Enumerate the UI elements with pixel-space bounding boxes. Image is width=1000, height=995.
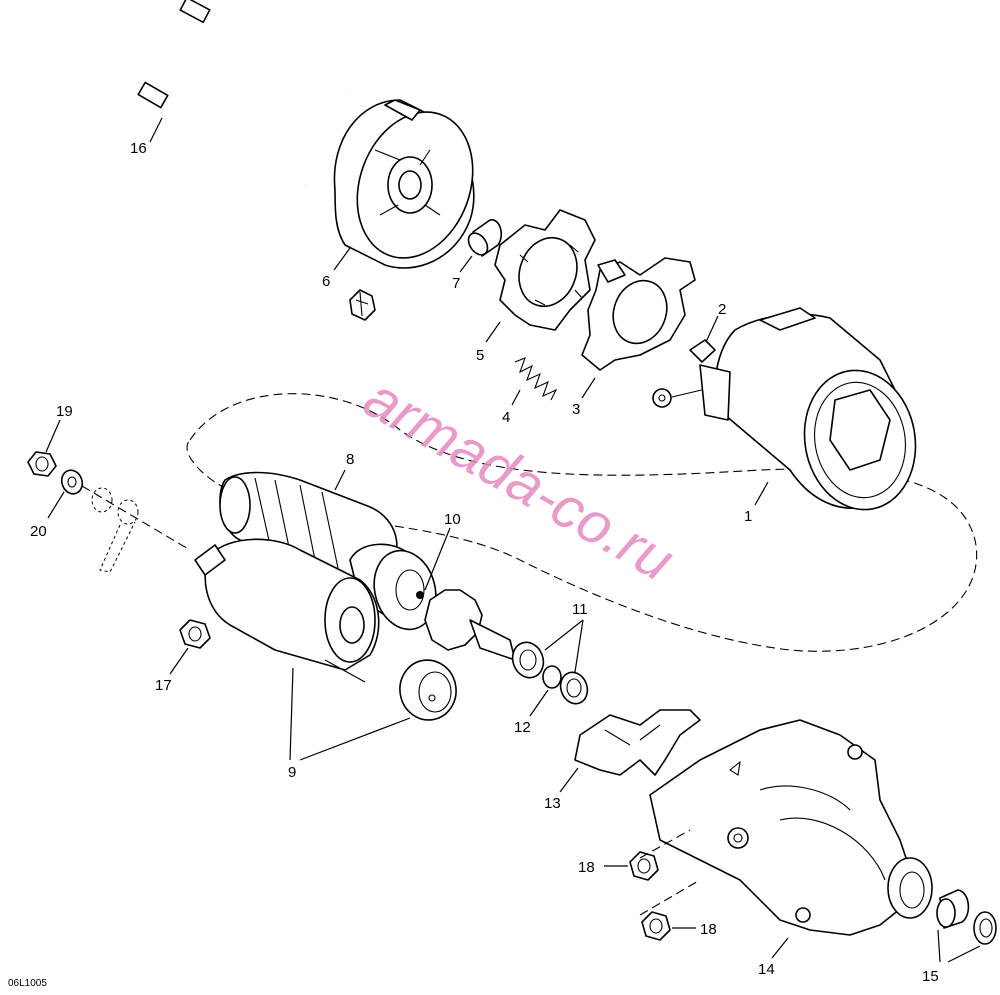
brush-spring <box>514 357 558 401</box>
shift-lever <box>574 709 701 776</box>
callout-11: 11 <box>572 601 588 618</box>
callout-3: 3 <box>572 401 580 418</box>
callout-8: 8 <box>346 451 354 468</box>
yoke-housing <box>699 307 917 511</box>
nut <box>27 451 57 477</box>
callout-14: 14 <box>758 961 775 978</box>
callout-20: 20 <box>30 523 47 540</box>
callout-6: 6 <box>322 273 330 290</box>
housing-nut-lower <box>641 911 671 941</box>
callout-13: 13 <box>544 795 561 812</box>
brush-holder <box>581 257 696 371</box>
through-bolt-upper <box>179 0 351 97</box>
callout-5: 5 <box>476 347 484 364</box>
stop-collar <box>511 641 545 679</box>
housing-nut-upper <box>629 851 659 881</box>
thrust-washer <box>559 671 589 705</box>
callout-15: 15 <box>922 968 939 985</box>
callout-17: 17 <box>155 677 172 694</box>
solenoid-end-cap <box>399 659 457 721</box>
callout-2: 2 <box>718 301 726 318</box>
cable-terminal-ghost <box>91 487 139 573</box>
callout-10: 10 <box>444 511 461 528</box>
housing-seal <box>973 911 997 945</box>
end-cover <box>333 99 475 269</box>
callout-12: 12 <box>514 719 531 736</box>
callout-18-lower: 18 <box>700 921 717 938</box>
callout-18-upper: 18 <box>578 859 595 876</box>
nut-axis-upper <box>639 829 691 859</box>
callout-4: 4 <box>502 409 510 426</box>
pinion-clutch <box>373 549 516 661</box>
assembly-path-dashed <box>186 393 978 652</box>
washer <box>60 469 84 495</box>
leader-lines <box>45 117 981 963</box>
solenoid-nut <box>179 619 211 649</box>
snap-ring <box>542 665 562 689</box>
brush-plate <box>494 209 596 331</box>
cover-screw <box>349 289 376 321</box>
figure-code: 06L1005 <box>8 978 47 989</box>
solenoid-assembly <box>194 538 380 683</box>
callout-9: 9 <box>288 764 296 781</box>
housing-bushing <box>936 889 970 929</box>
callout-16: 16 <box>130 140 147 157</box>
terminal-axis <box>81 485 191 551</box>
callout-1: 1 <box>744 508 752 525</box>
callout-19: 19 <box>56 403 73 420</box>
nut-axis-lower <box>639 879 701 916</box>
bushing <box>467 219 502 257</box>
callout-7: 7 <box>452 275 460 292</box>
through-bolt-lower <box>137 81 306 187</box>
drive-housing <box>649 719 933 936</box>
